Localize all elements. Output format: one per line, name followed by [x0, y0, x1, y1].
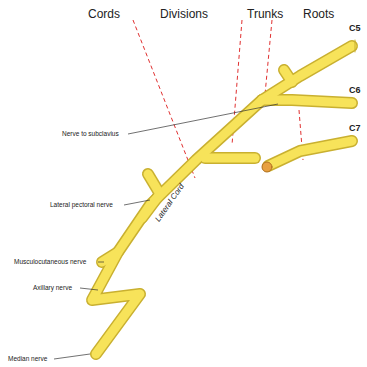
- root-label: C6: [349, 86, 361, 95]
- region-heading: Divisions: [160, 8, 208, 20]
- nerve-label: Nerve to subclavius: [62, 131, 119, 138]
- nerve-label: Lateral pectoral nerve: [50, 202, 113, 209]
- region-heading: Cords: [88, 8, 120, 20]
- region-heading: Trunks: [247, 8, 283, 20]
- root-label: C5: [349, 24, 361, 33]
- nerve-outline: [92, 40, 355, 354]
- region-heading: Roots: [303, 8, 334, 20]
- nerve-label: Median nerve: [8, 356, 47, 363]
- nerve-label: Axillary nerve: [33, 285, 72, 292]
- nerve-label: Musculocutaneous nerve: [14, 259, 86, 266]
- root-label: C7: [349, 124, 361, 133]
- leader-lines: [54, 104, 278, 359]
